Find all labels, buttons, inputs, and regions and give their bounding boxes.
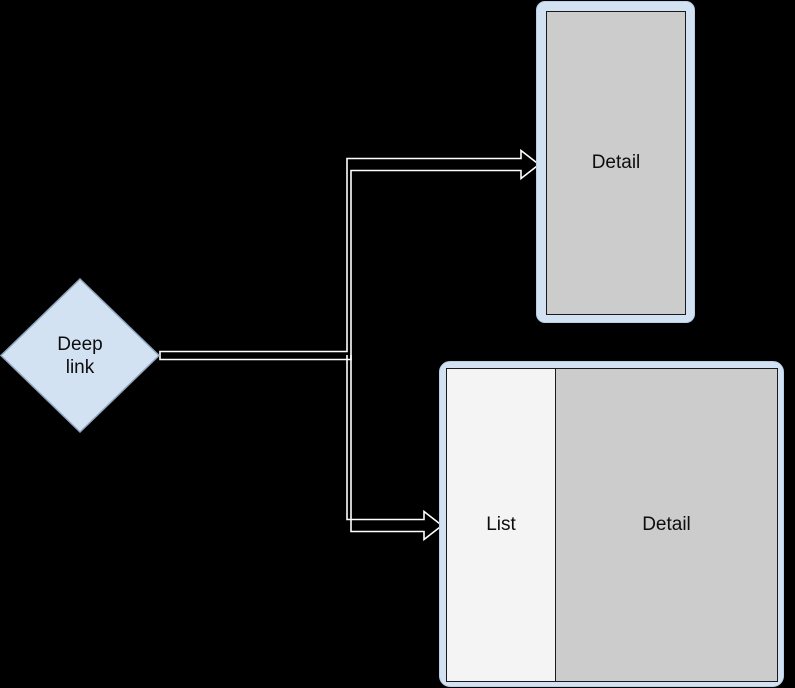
node-list-detail-screen[interactable]: List Detail [439, 361, 784, 687]
detail-pane-label: Detail [591, 152, 641, 173]
list-detail-screen-surface: List Detail [446, 368, 778, 682]
node-deep-link[interactable]: Deep link [0, 278, 160, 433]
diamond-shape [0, 278, 160, 433]
list-pane-label: List [447, 369, 556, 681]
detail-screen-surface: Detail [546, 11, 686, 315]
connector-deep-link-to-list-detail [346, 355, 444, 542]
node-detail-screen[interactable]: Detail [536, 1, 695, 323]
detail-pane-label-wide: Detail [556, 369, 777, 681]
connector-deep-link-to-detail [159, 148, 541, 361]
